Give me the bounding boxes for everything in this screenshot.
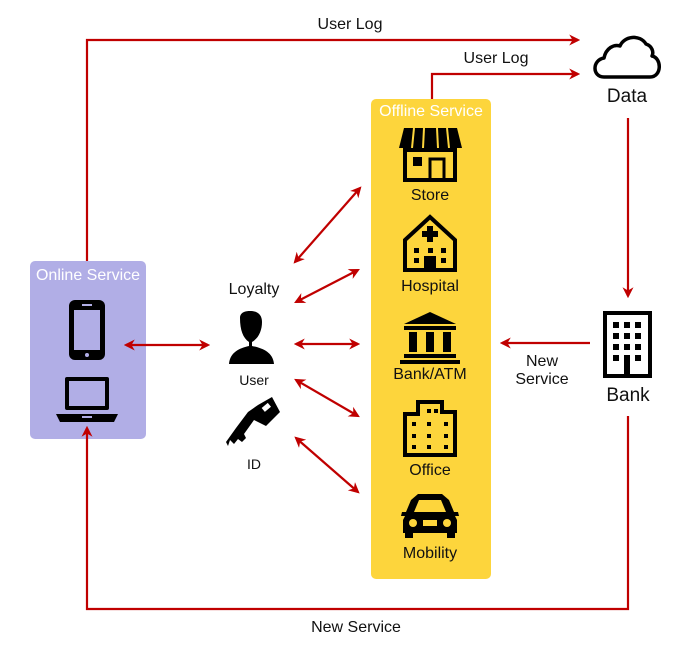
online-service-title: Online Service xyxy=(35,267,141,284)
smartphone-icon xyxy=(69,300,105,360)
flow-label-offline-user-log: User Log xyxy=(463,50,529,67)
offline-item-label: Hospital xyxy=(401,278,459,295)
offline-service-title: Offline Service xyxy=(379,103,483,120)
arrow-bank-to-online xyxy=(81,416,630,611)
hospital-icon xyxy=(403,214,457,272)
car-icon xyxy=(401,494,459,538)
arrow-identity-office xyxy=(294,378,360,418)
data-node-label: Data xyxy=(606,86,648,107)
cloud-icon xyxy=(593,35,661,79)
loyalty-heading: Loyalty xyxy=(228,281,280,298)
offline-item-label: Mobility xyxy=(402,545,458,562)
offline-item-label: Office xyxy=(409,462,451,479)
bank-tower-icon xyxy=(603,311,652,378)
laptop-icon xyxy=(56,377,118,422)
office-icon xyxy=(403,400,457,457)
user-icon xyxy=(229,311,274,364)
offline-item-label: Bank/ATM xyxy=(393,366,467,383)
offline-item-label: Store xyxy=(410,187,450,204)
user-label: User xyxy=(239,372,269,388)
arrow-identity-hospital xyxy=(294,268,360,304)
arrow-identity-mobility xyxy=(294,436,360,494)
id-label: ID xyxy=(247,456,261,472)
key-icon xyxy=(226,397,280,446)
arrow-offline-to-data xyxy=(430,68,581,99)
flow-label-bank-to-offline: New Service xyxy=(515,353,569,388)
flow-label-bank-to-online: New Service xyxy=(311,619,401,636)
store-icon xyxy=(399,127,462,182)
bank-building-icon xyxy=(400,312,460,364)
flow-label-online-user-log: User Log xyxy=(317,16,383,33)
arrow-online-to-data xyxy=(85,34,581,261)
bank-node-label: Bank xyxy=(606,385,650,406)
arrow-identity-store xyxy=(293,186,362,264)
